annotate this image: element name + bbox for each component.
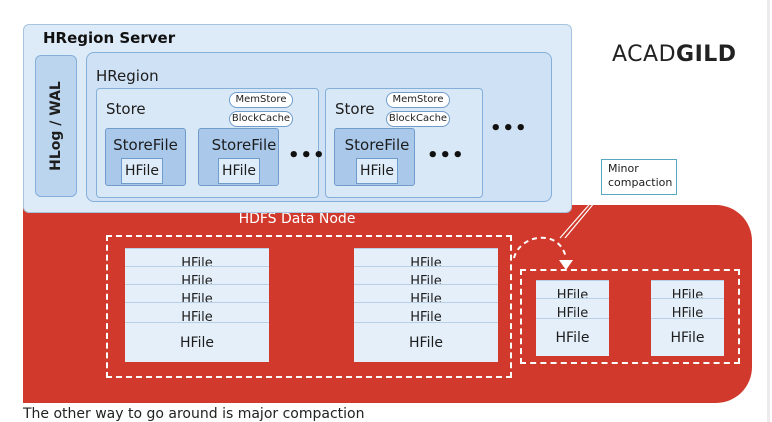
callout-pointer <box>559 189 603 239</box>
hfile-box: HFile <box>121 158 163 184</box>
storefile-label: StoreFile <box>211 136 277 154</box>
more-storefiles-ellipsis: ••• <box>427 145 465 166</box>
hfile-layer: HFile <box>651 298 724 320</box>
memstore-pill: MemStore <box>386 92 450 108</box>
hfile-layer: HFile <box>536 318 609 356</box>
caption-text: The other way to go around is major comp… <box>23 406 365 422</box>
hfile-box: HFile <box>218 158 260 184</box>
hfile-layer: HFile <box>536 298 609 320</box>
store-label: Store <box>106 100 146 118</box>
hlog-wal-box <box>35 55 77 197</box>
callout-pointer <box>564 189 606 239</box>
blockcache-pill: BlockCache <box>386 111 450 127</box>
hfile-layer: HFile <box>651 318 724 356</box>
minor-compaction-group <box>520 269 740 364</box>
scrollbar[interactable] <box>767 0 770 422</box>
hfile-layer: HFile <box>125 302 269 324</box>
acadgild-logo: ACADGILD <box>612 42 737 67</box>
hfile-stack: HFile HFile HFile <box>651 280 724 356</box>
hfile-layer: HFile <box>125 322 269 362</box>
hregion-server-title: HRegion Server <box>43 29 176 47</box>
more-storefiles-ellipsis: ••• <box>288 145 326 166</box>
hfile-layer: HFile <box>354 322 498 362</box>
memstore-pill: MemStore <box>229 92 293 108</box>
blockcache-pill: BlockCache <box>229 111 293 127</box>
hfile-box: HFile <box>356 158 398 184</box>
hfile-stack: HFile HFile HFile HFile HFile <box>125 248 269 362</box>
storefile-label: StoreFile <box>344 136 410 154</box>
hfile-stack: HFile HFile HFile HFile HFile <box>354 248 498 362</box>
more-stores-ellipsis: ••• <box>490 118 528 139</box>
hfile-stack: HFile HFile HFile <box>536 280 609 356</box>
store-label: Store <box>335 100 375 118</box>
arrow-head-icon <box>559 260 573 270</box>
hfile-layer: HFile <box>354 302 498 324</box>
major-hfile-group <box>106 235 512 378</box>
hregion-title: HRegion <box>96 67 159 85</box>
hdfs-data-node-label: HDFS Data Node <box>238 211 356 227</box>
storefile-label: StoreFile <box>113 136 178 154</box>
minor-compaction-arrow <box>513 236 567 259</box>
minor-compaction-callout: Minor compaction <box>601 159 677 195</box>
